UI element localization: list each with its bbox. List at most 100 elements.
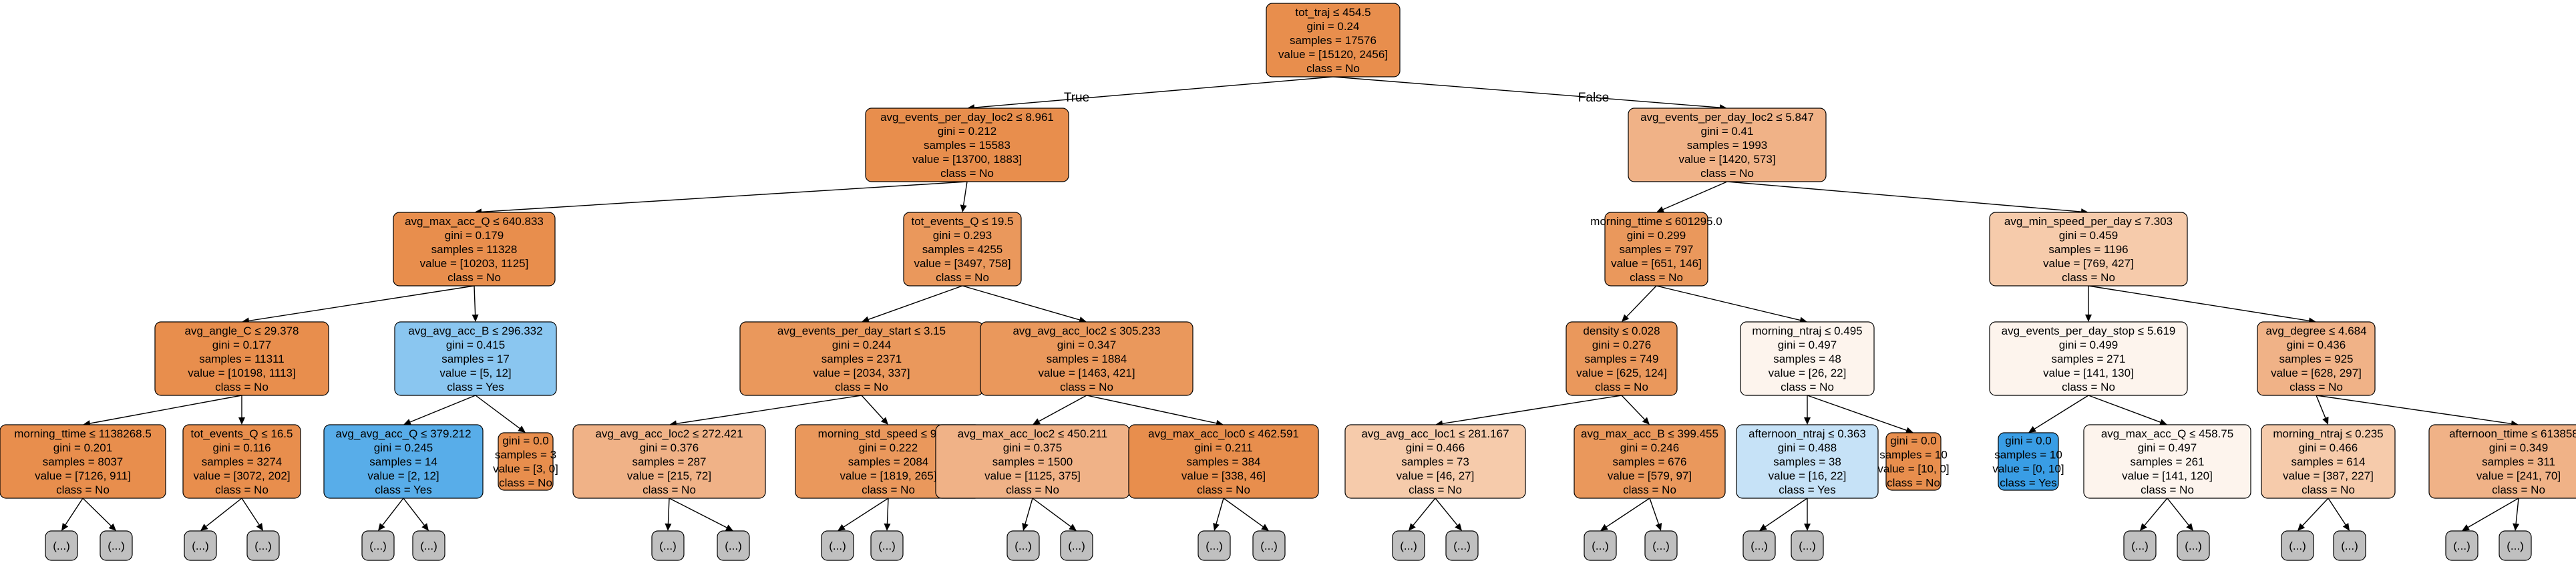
node-stat-line: value = [241, 70]	[2476, 469, 2561, 482]
elided-label: (...)	[420, 540, 437, 552]
node-stat-line: samples = 15583	[924, 139, 1010, 152]
edge-n16-elided-1	[241, 498, 263, 531]
node-stat-line: samples = 1196	[2048, 243, 2128, 256]
node-box	[393, 212, 556, 287]
node-stat-line: gini = 0.41	[1701, 125, 1754, 138]
node-stat-line: value = [769, 427]	[2043, 257, 2134, 270]
node-stat-line: gini = 0.436	[2287, 339, 2346, 351]
node-split-condition: avg_events_per_day_loc2 ≤ 8.961	[880, 111, 1054, 124]
node-stat-line: value = [215, 72]	[627, 469, 711, 482]
edge-n1-n4	[960, 181, 968, 212]
edge-n4-n9	[862, 285, 963, 323]
node-stat-line: samples = 749	[1584, 353, 1658, 365]
node-box	[2428, 424, 2576, 499]
node-stat-line: gini = 0.276	[1592, 339, 1651, 351]
elided-label: (...)	[1652, 540, 1670, 552]
edge-n15-elided-0	[61, 498, 83, 531]
edge-n24-elided-1	[1649, 498, 1662, 531]
node-stat-line: value = [7126, 911]	[35, 469, 131, 482]
true-branch-label: True	[1064, 91, 1089, 105]
edge-n7-n16	[238, 395, 245, 425]
edge-n9-n20	[861, 395, 888, 425]
node-split-condition: avg_events_per_day_stop ≤ 5.619	[2002, 325, 2176, 337]
edge-n24-elided-0	[1600, 498, 1650, 531]
node-stat-line: samples = 311	[2482, 455, 2555, 468]
node-split-condition: tot_events_Q ≤ 16.5	[191, 427, 293, 440]
elided-subtree-node: (...)	[651, 530, 685, 561]
elided-label: (...)	[108, 540, 125, 552]
node-stat-line: samples = 614	[2291, 455, 2365, 468]
node-stat-line: class = No	[1700, 167, 1754, 180]
node-stat-line: value = [10203, 1125]	[420, 257, 529, 270]
node-stat-line: gini = 0.212	[938, 125, 996, 138]
elided-subtree-node: (...)	[2281, 530, 2314, 561]
elided-label: (...)	[254, 540, 272, 552]
node-stat-line: value = [46, 27]	[1397, 469, 1475, 482]
node-box	[1989, 321, 2188, 396]
node-stat-line: class = No	[1006, 484, 1059, 496]
node-stat-line: samples = 3274	[202, 455, 283, 468]
node-stat-line: samples = 1500	[992, 455, 1073, 468]
node-split-condition: morning_ttime ≤ 601295.0	[1590, 215, 1722, 228]
edge-n17-elided-0	[378, 498, 404, 531]
tree-node-n11: density ≤ 0.028 gini = 0.276 samples = 749…	[1566, 321, 1678, 396]
edge-n21-elided-1	[1032, 498, 1077, 531]
node-stat-line: gini = 0.497	[1778, 339, 1837, 351]
node-box	[1736, 424, 1879, 499]
node-box	[865, 108, 1069, 182]
edge-n14-n30	[2316, 395, 2519, 427]
elided-subtree-node: (...)	[1198, 530, 1231, 561]
node-box	[1998, 432, 2059, 491]
elided-label: (...)	[725, 540, 742, 552]
node-split-condition: avg_avg_acc_loc1 ≤ 281.167	[1361, 427, 1509, 440]
node-stat-line: samples = 1884	[1047, 353, 1127, 365]
node-stat-line: samples = 261	[2130, 455, 2204, 468]
node-split-condition: avg_events_per_day_loc2 ≤ 5.847	[1640, 111, 1814, 124]
node-split-condition: morning_ntraj ≤ 0.235	[2273, 427, 2383, 440]
elided-subtree-node: (...)	[1392, 530, 1425, 561]
node-stat-line: samples = 38	[1773, 455, 1841, 468]
edge-n30-elided-1	[2513, 498, 2520, 531]
node-box	[498, 432, 554, 491]
node-stat-line: value = [651, 146]	[1611, 257, 1702, 270]
node-stat-line: gini = 0.459	[2059, 229, 2118, 242]
elided-label: (...)	[192, 540, 209, 552]
node-split-condition: afternoon_ttime ≤ 613858.0	[2449, 427, 2576, 440]
node-split-condition: density ≤ 0.028	[1583, 325, 1660, 337]
edge-n22-elided-0	[1213, 498, 1224, 531]
node-stat-line: class = No	[2492, 484, 2545, 496]
edge-n10-n22	[1086, 395, 1224, 427]
edge-n20-elided-0	[838, 498, 889, 531]
node-stat-line: samples = 73	[1401, 455, 1469, 468]
node-stat-line: value = [16, 22]	[1769, 469, 1847, 482]
node-stat-line: value = [3497, 758]	[914, 257, 1010, 270]
node-stat-line: samples = 10	[1994, 449, 2062, 461]
node-box	[2257, 321, 2376, 396]
edge-n25-elided-1	[1804, 498, 1811, 531]
node-stat-line: class = No	[642, 484, 696, 496]
node-stat-line: samples = 384	[1186, 455, 1260, 468]
edge-n22-elided-1	[1223, 498, 1269, 531]
elided-label: (...)	[1799, 540, 1816, 552]
node-stat-line: value = [5, 12]	[439, 367, 511, 379]
node-split-condition: avg_angle_C ≤ 29.378	[185, 325, 299, 337]
edge-n12-n26	[1807, 395, 1913, 434]
node-stat-line: value = [628, 297]	[2271, 367, 2362, 379]
edge-n8-n17	[403, 395, 476, 425]
elided-label: (...)	[2341, 540, 2358, 552]
node-stat-line: class = No	[56, 484, 110, 496]
node-stat-line: gini = 0.293	[933, 229, 992, 242]
edge-n19-elided-0	[665, 498, 672, 531]
node-split-condition: morning_ntraj ≤ 0.495	[1752, 325, 1862, 337]
node-stat-line: class = No	[1623, 484, 1676, 496]
